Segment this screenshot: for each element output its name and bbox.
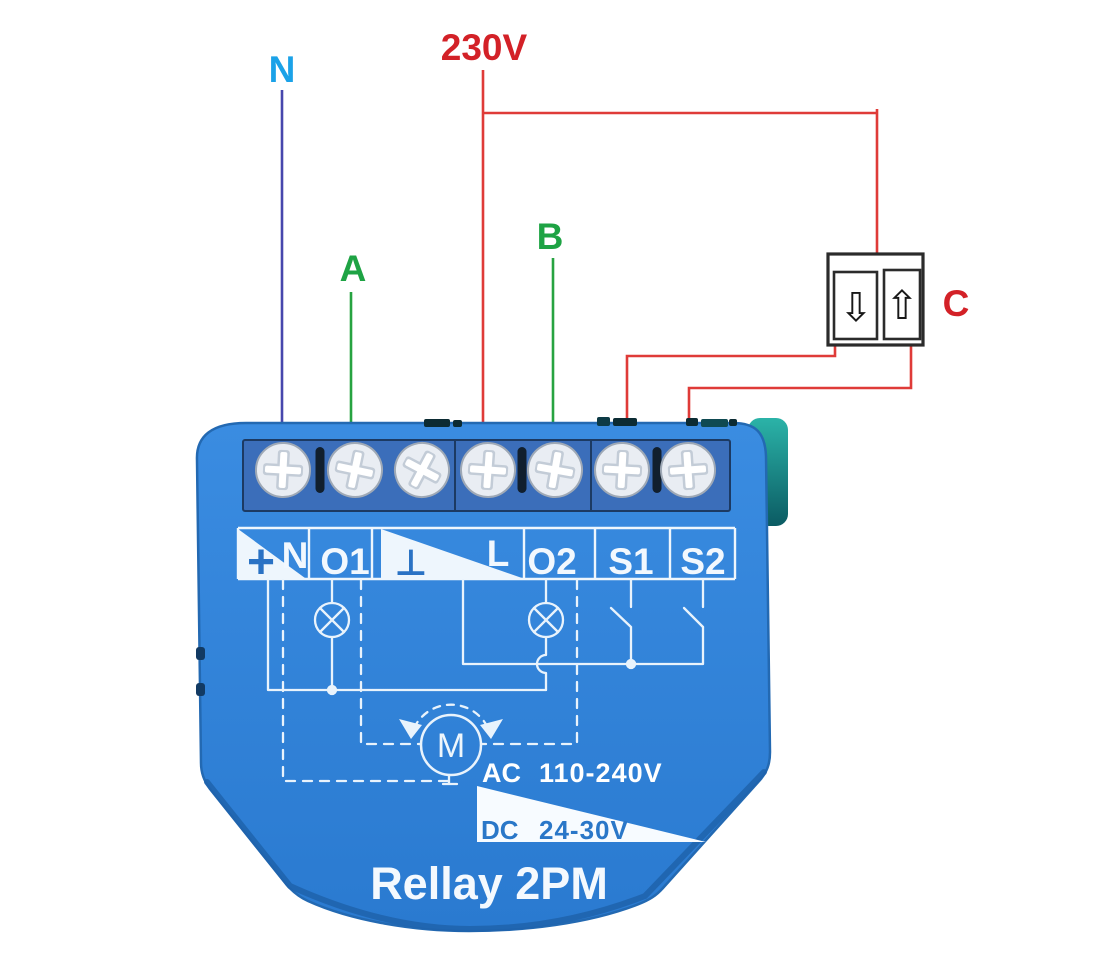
phase-b-label: B xyxy=(537,216,564,257)
switch-up-button xyxy=(882,268,922,341)
s1-switch-symbol xyxy=(609,578,633,666)
up-arrow-icon: ⇧ xyxy=(885,283,919,329)
terminal-label-neutral: N xyxy=(282,535,309,576)
circuit-schematic xyxy=(266,578,705,786)
switch-down-button xyxy=(832,270,879,341)
dc-label: DC xyxy=(481,815,519,845)
case-notch xyxy=(196,683,205,696)
label-grid xyxy=(236,526,737,581)
neutral-return-line xyxy=(266,578,548,692)
ground-symbol: ⊥ xyxy=(395,542,428,583)
device-bottom-edge xyxy=(204,769,767,933)
live-wire xyxy=(481,70,879,428)
case-vents xyxy=(424,417,737,427)
junction-dot xyxy=(625,658,637,670)
relay-device: + ⊥ N O1 L O2 S1 S2 xyxy=(195,417,772,933)
wall-switch: ⇩ ⇧ xyxy=(826,252,925,347)
wire-label-neutral: N xyxy=(269,49,296,90)
rotation-arc xyxy=(412,703,490,730)
junction-dot xyxy=(326,684,338,696)
down-arrow-icon: ⇩ xyxy=(839,285,873,331)
lamp-icon-o2 xyxy=(527,601,565,639)
terminal-divider xyxy=(454,441,592,510)
dc-voltage-range: 24-30V xyxy=(539,815,629,845)
lamp-cross-o1 xyxy=(318,606,346,634)
motor-icon xyxy=(419,713,483,777)
switch-group-label: C xyxy=(943,283,970,324)
terminal-slots xyxy=(315,447,662,493)
terminal-label-output2: O2 xyxy=(527,541,576,582)
case-notch xyxy=(196,647,205,660)
plus-symbol: + xyxy=(247,536,275,589)
voltage-label: 230V xyxy=(441,27,528,68)
terminal-label-row: + ⊥ N O1 L O2 S1 S2 xyxy=(236,526,737,589)
s1-switch-wire xyxy=(625,345,837,428)
terminal-label-switch1: S1 xyxy=(608,541,653,582)
ac-voltage-range: 110-240V xyxy=(539,758,663,788)
rotation-arrow-left xyxy=(399,719,422,739)
terminal-label-switch2: S2 xyxy=(680,541,725,582)
ground-triangle xyxy=(381,529,522,578)
motor-dashed-wires xyxy=(281,578,579,783)
motor-label: M xyxy=(437,727,465,765)
o2-lamp-line xyxy=(535,578,548,692)
ac-label: AC xyxy=(482,758,521,788)
s2-switch-wire xyxy=(687,345,913,428)
product-name: Rellay 2PM xyxy=(370,858,608,909)
polarity-triangle xyxy=(238,529,305,578)
terminal-label-live: L xyxy=(487,533,510,574)
live-bus-line xyxy=(461,578,705,666)
motor-stub xyxy=(441,773,459,786)
lamp-icon-o1 xyxy=(313,601,351,639)
s2-switch-symbol xyxy=(682,578,705,629)
terminal-label-output1: O1 xyxy=(320,541,369,582)
phase-a-label: A xyxy=(340,248,367,289)
rotation-arrow-right xyxy=(480,719,503,739)
dc-wedge xyxy=(477,786,706,842)
lamp-cross-o2 xyxy=(532,606,560,634)
